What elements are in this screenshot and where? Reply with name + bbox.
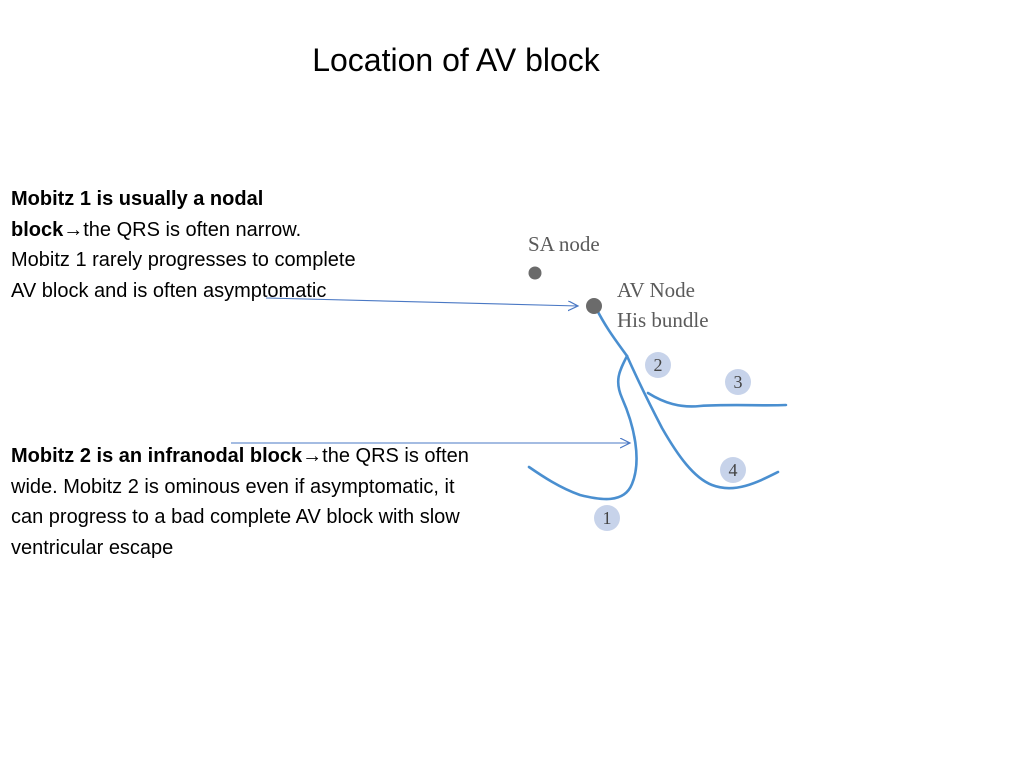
badge-3: 3 <box>725 369 751 395</box>
badge-1-label: 1 <box>603 508 612 528</box>
badge-2: 2 <box>645 352 671 378</box>
mobitz-2-note: Mobitz 2 is an infranodal block→the QRS … <box>11 441 481 563</box>
left-bundle-branch <box>625 354 780 490</box>
av-node-label: AV Node <box>617 278 695 302</box>
sa-node-label: SA node <box>528 232 600 256</box>
slide-title: Location of AV block <box>312 42 600 78</box>
badge-1: 1 <box>594 505 620 531</box>
fascicle-branch <box>646 391 788 408</box>
mobitz-1-note: Mobitz 1 is usually a nodal block→the QR… <box>11 184 361 306</box>
mobitz-1-text: the QRS is often narrow. Mobitz 1 rarely… <box>11 218 356 302</box>
badge-4-label: 4 <box>729 460 738 480</box>
badge-3-label: 3 <box>734 372 743 392</box>
right-arrow-icon: → <box>63 218 84 241</box>
mobitz-2-text: the QRS is often wide. Mobitz 2 is omino… <box>11 445 469 559</box>
his-bundle-fiber <box>594 306 629 358</box>
mobitz-1-bold-text: Mobitz 1 is usually a nodal block <box>11 188 264 241</box>
sa-node-dot <box>528 266 542 280</box>
right-bundle-branch <box>527 354 638 501</box>
av-node-dot <box>586 298 602 314</box>
conduction-pathway <box>527 306 788 501</box>
badge-4: 4 <box>720 457 746 483</box>
badge-2-label: 2 <box>654 355 663 375</box>
mobitz-2-bold-text: Mobitz 2 is an infranodal block <box>11 445 303 467</box>
his-bundle-label: His bundle <box>617 308 709 332</box>
right-arrow-icon: → <box>302 445 323 467</box>
